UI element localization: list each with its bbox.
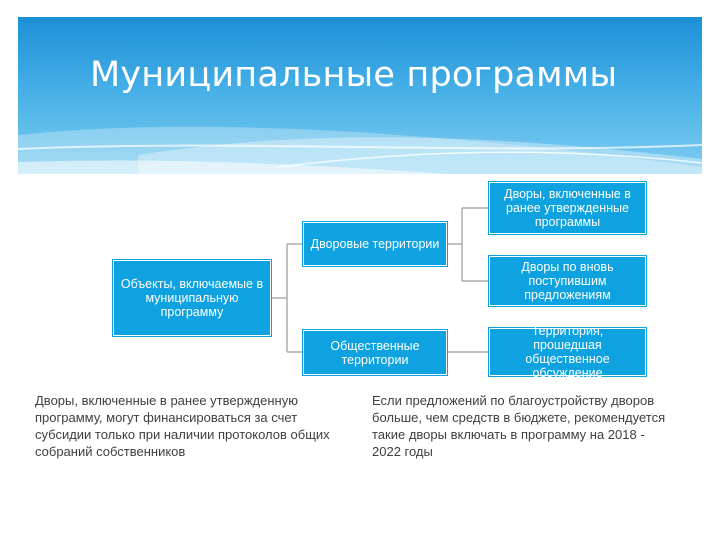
note-left: Дворы, включенные в ранее утвержденную п…: [35, 393, 330, 459]
title-banner: Муниципальные программы: [18, 17, 702, 174]
page-title: Муниципальные программы: [90, 55, 618, 95]
node-yards-previous-program: Дворы, включенные в ранее утвержденные п…: [489, 182, 646, 234]
node-root-objects: Объекты, включаемые в муниципальную прог…: [113, 260, 271, 336]
note-right: Если предложений по благоустройству двор…: [372, 393, 666, 459]
node-public-discussion-territory: Территория, прошедшая общественное обсуж…: [489, 324, 646, 380]
banner-wave-decoration: [18, 126, 702, 174]
node-public-territories: Общественные территории: [303, 330, 447, 375]
node-yards-new-proposals: Дворы по вновь поступившим предложениям: [489, 256, 646, 306]
node-yard-territories: Дворовые территории: [303, 222, 447, 266]
